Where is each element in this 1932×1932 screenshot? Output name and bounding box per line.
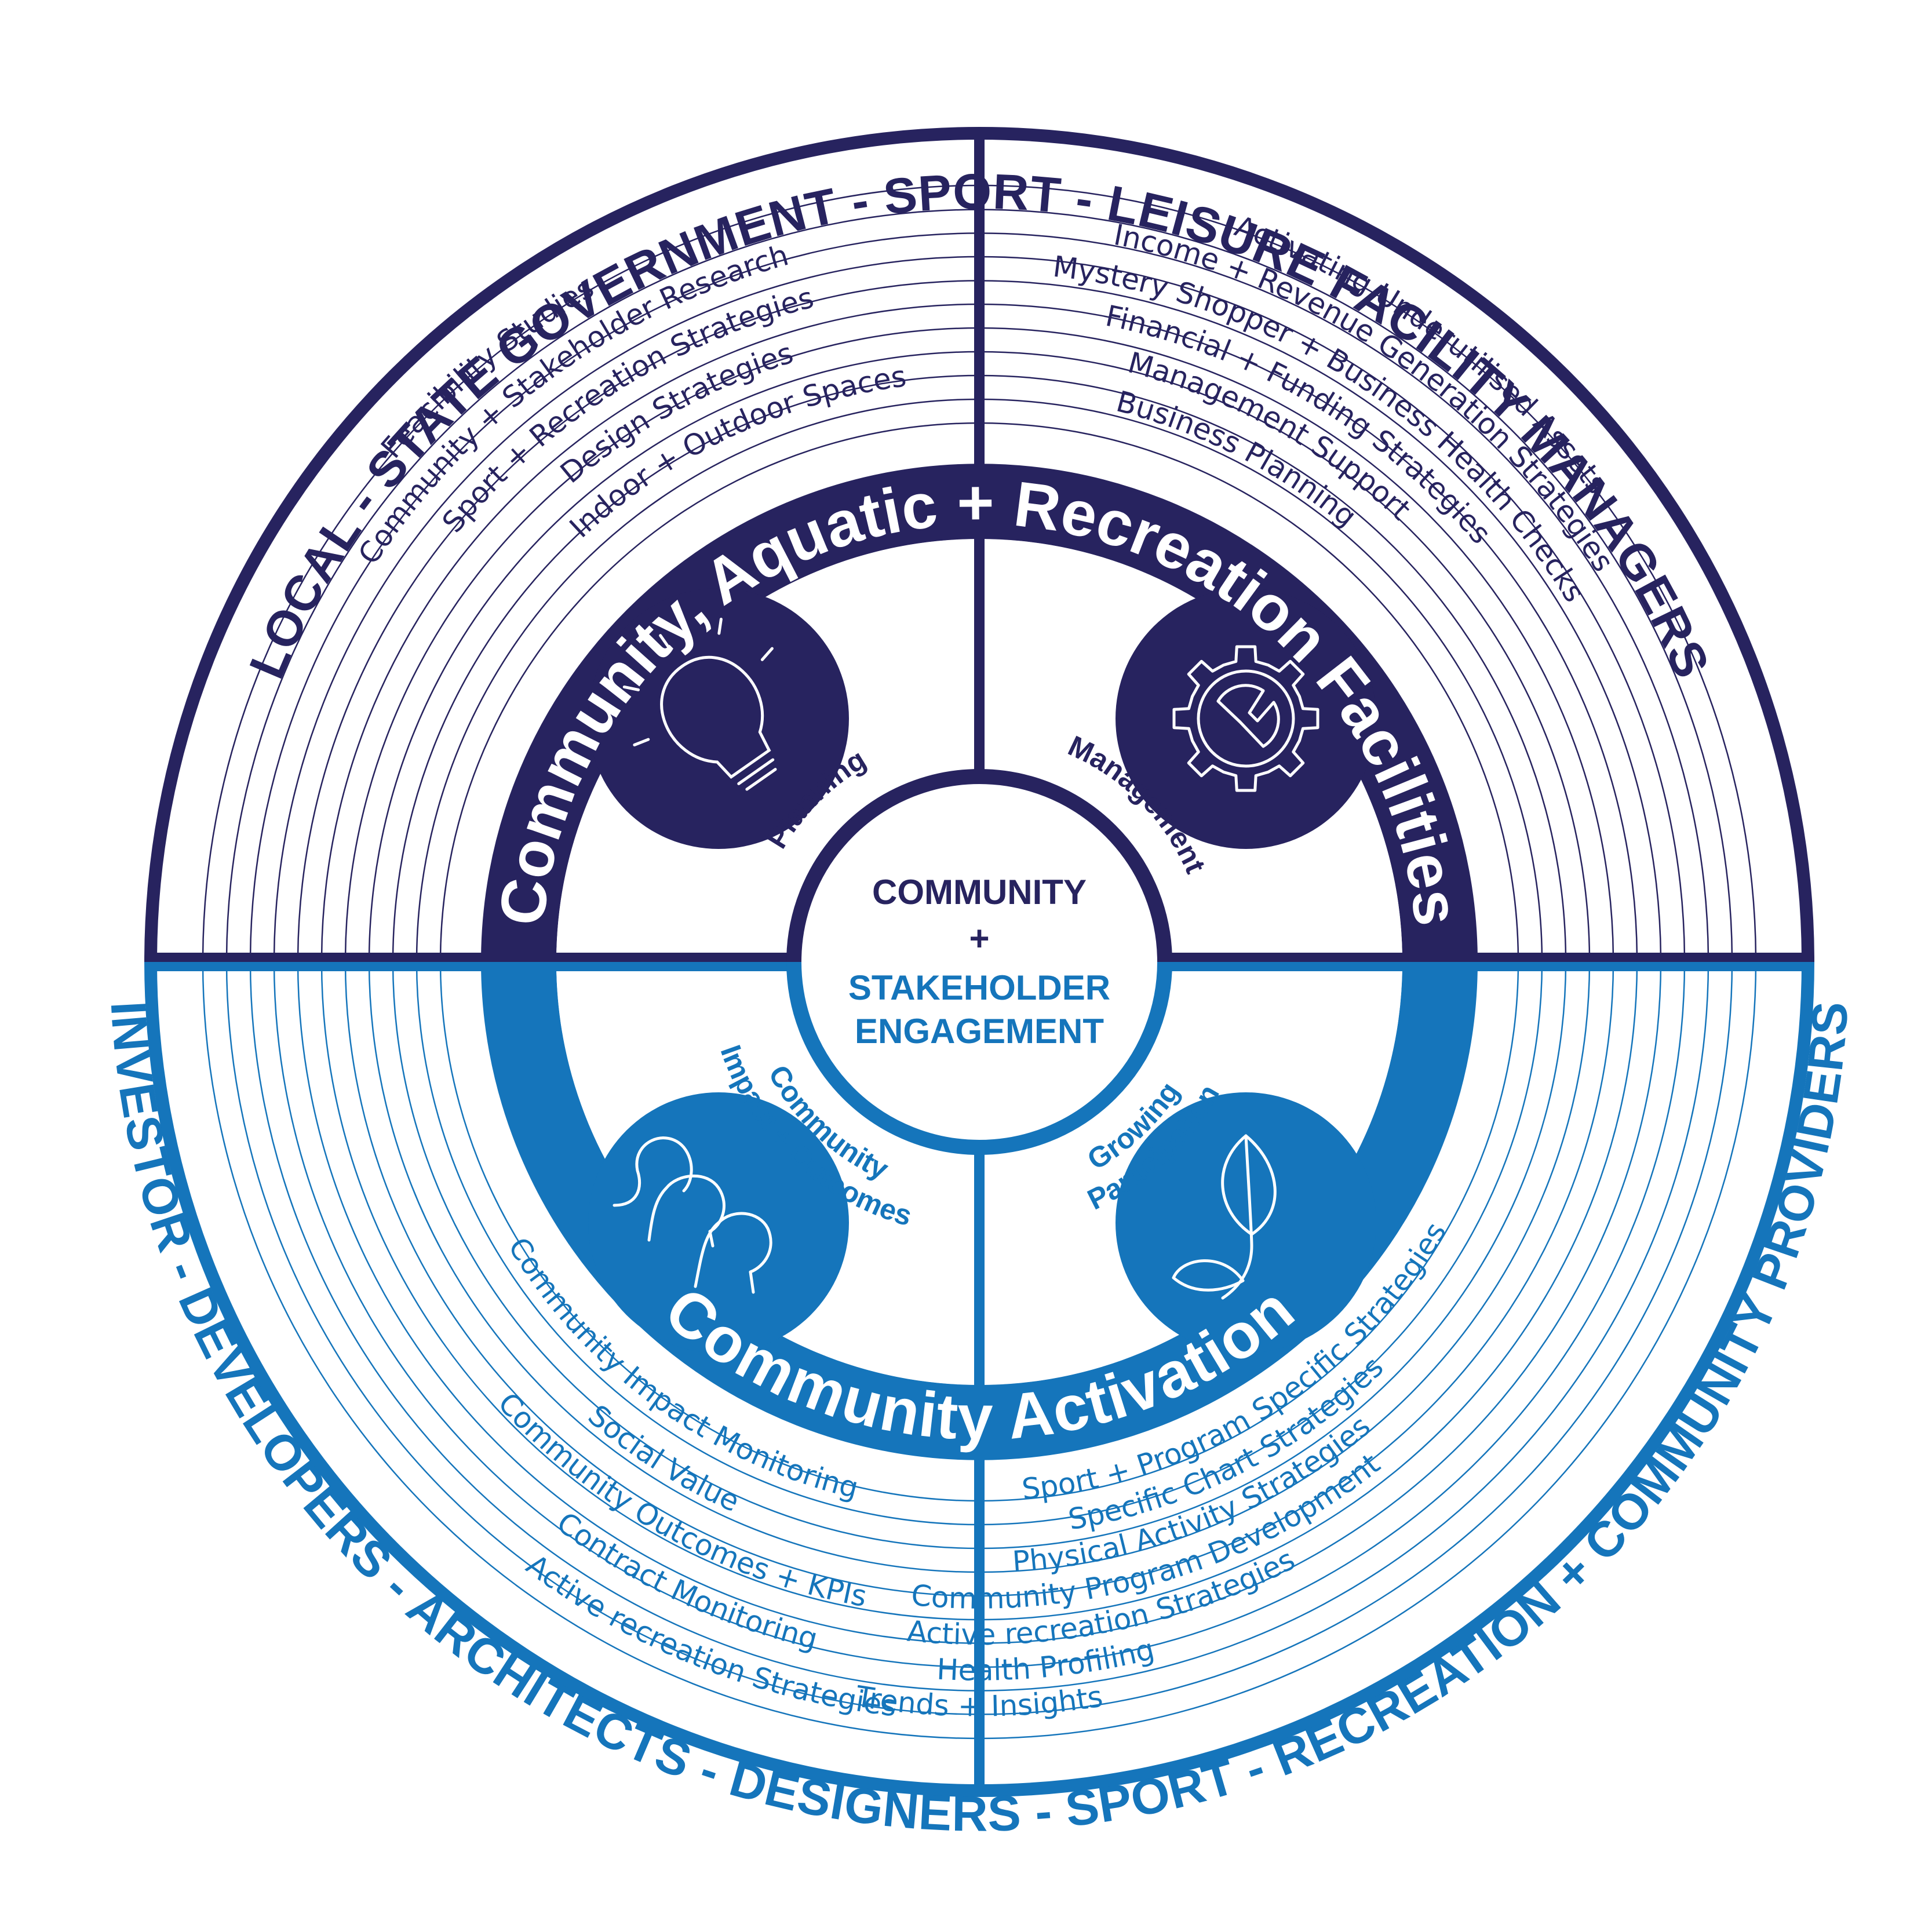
management-icon-bg xyxy=(1116,588,1376,849)
wheel-structure xyxy=(144,127,1814,1797)
core-line-3: STAKEHOLDER xyxy=(848,968,1110,1007)
people-icon xyxy=(613,1136,772,1294)
gear-wrench-icon xyxy=(1172,645,1319,792)
lightbulb-icon xyxy=(622,617,777,791)
leaf-icon xyxy=(1172,1134,1277,1300)
impact-icon-bg xyxy=(1116,1092,1376,1353)
core-ring-bottom xyxy=(786,961,1172,1155)
core-ring-top xyxy=(786,769,1172,963)
core-line-2: + xyxy=(969,919,989,958)
core-line-4: ENGAGEMENT xyxy=(855,1012,1104,1051)
core-circle-fill xyxy=(794,777,1165,1147)
planning-icon-bg xyxy=(588,588,849,849)
core-line-1: COMMUNITY xyxy=(872,873,1087,912)
